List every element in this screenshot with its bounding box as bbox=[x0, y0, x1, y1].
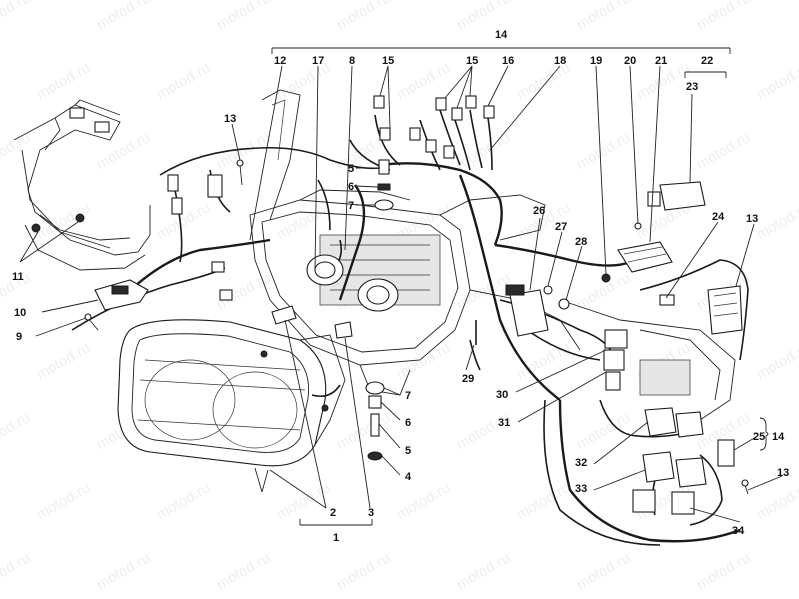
callout-13-lower: 13 bbox=[777, 467, 789, 479]
callout-7-lower: 7 bbox=[405, 390, 411, 402]
watermark-text: motod.ru bbox=[214, 0, 274, 33]
callout-6-upper: 6 bbox=[348, 181, 354, 193]
watermark-text: motod.ru bbox=[334, 0, 394, 33]
callout-14-side: 14 bbox=[772, 431, 785, 443]
watermark-text: motod.ru bbox=[154, 479, 214, 523]
callout-16: 16 bbox=[502, 55, 514, 67]
callout-5-upper: 5 bbox=[348, 163, 354, 175]
headlight-assembly-drawing bbox=[117, 319, 346, 467]
callout-28: 28 bbox=[575, 236, 587, 248]
watermark-text: motod.ru bbox=[694, 129, 754, 173]
watermark-text: motod.ru bbox=[754, 199, 799, 243]
callout-23: 23 bbox=[686, 81, 698, 93]
watermark-text: motod.ru bbox=[34, 59, 94, 103]
watermark-text: motod.ru bbox=[754, 339, 799, 383]
callout-3: 3 bbox=[368, 507, 374, 519]
callout-19: 19 bbox=[590, 55, 602, 67]
watermark-text: motod.ru bbox=[154, 59, 214, 103]
callout-1: 1 bbox=[333, 532, 339, 544]
callout-labels: 14 12 17 8 15 15 16 18 19 20 21 22 23 13… bbox=[12, 29, 789, 544]
headlight-bracket-drawing bbox=[13, 99, 151, 271]
callout-30: 30 bbox=[496, 389, 508, 401]
watermark-text: motod.ru bbox=[0, 409, 33, 453]
callout-31: 31 bbox=[498, 417, 510, 429]
watermark-text: motod.ru bbox=[694, 0, 754, 33]
watermark-text: motod.ru bbox=[514, 479, 574, 523]
callout-33: 33 bbox=[575, 483, 587, 495]
callout-11: 11 bbox=[12, 271, 24, 283]
watermark-text: motod.ru bbox=[454, 269, 514, 313]
callout-15-left: 15 bbox=[382, 55, 394, 67]
callout-6-lower: 6 bbox=[405, 417, 411, 429]
watermark-text: motod.ru bbox=[454, 409, 514, 453]
watermark-text: motod.ru bbox=[454, 129, 514, 173]
watermark-text: motod.ru bbox=[754, 479, 799, 523]
callout-25: 25 bbox=[753, 431, 765, 443]
watermark-text: motod.ru bbox=[34, 339, 94, 383]
callout-2: 2 bbox=[330, 507, 336, 519]
callout-15-right: 15 bbox=[466, 55, 478, 67]
watermark-text: motod.ru bbox=[754, 59, 799, 103]
watermark-text: motod.ru bbox=[694, 549, 754, 593]
electrical-components-drawing bbox=[84, 95, 749, 515]
watermark-text: motod.ru bbox=[154, 199, 214, 243]
watermark-text: motod.ru bbox=[94, 129, 154, 173]
callout-14-top: 14 bbox=[495, 29, 508, 41]
callout-9: 9 bbox=[16, 331, 22, 343]
callout-17: 17 bbox=[312, 55, 324, 67]
callout-32: 32 bbox=[575, 457, 587, 469]
callout-21: 21 bbox=[655, 55, 667, 67]
watermark-text: motod.ru bbox=[394, 59, 454, 103]
watermark-text: motod.ru bbox=[394, 479, 454, 523]
callout-24: 24 bbox=[712, 211, 725, 223]
callout-20: 20 bbox=[624, 55, 636, 67]
callout-7-upper: 7 bbox=[348, 200, 354, 212]
watermark-text: motod.ru bbox=[34, 479, 94, 523]
callout-4: 4 bbox=[405, 471, 412, 483]
watermark-text: motod.ru bbox=[34, 199, 94, 243]
watermark-text: motod.ru bbox=[454, 549, 514, 593]
callout-8: 8 bbox=[349, 55, 355, 67]
callout-22: 22 bbox=[701, 55, 713, 67]
watermark-text: motod.ru bbox=[334, 549, 394, 593]
callout-27: 27 bbox=[555, 221, 567, 233]
watermark-text: motod.ru bbox=[334, 409, 394, 453]
watermark-text: motod.ru bbox=[0, 129, 33, 173]
callout-10: 10 bbox=[14, 307, 26, 319]
watermark-text: motod.ru bbox=[0, 0, 33, 33]
watermark-text: motod.ru bbox=[94, 0, 154, 33]
callout-13-right: 13 bbox=[746, 213, 758, 225]
callout-34: 34 bbox=[732, 525, 745, 537]
watermark-text: motod.ru bbox=[574, 409, 634, 453]
watermark-text: motod.ru bbox=[574, 129, 634, 173]
callout-12: 12 bbox=[274, 55, 286, 67]
callout-26: 26 bbox=[533, 205, 545, 217]
watermark-text: motod.ru bbox=[574, 0, 634, 33]
watermark-text: motod.ru bbox=[0, 549, 33, 593]
watermark-text: motod.ru bbox=[94, 549, 154, 593]
callout-18: 18 bbox=[554, 55, 566, 67]
watermark-text: motod.ru bbox=[574, 549, 634, 593]
callout-5-lower: 5 bbox=[405, 445, 411, 457]
callout-29: 29 bbox=[462, 373, 474, 385]
watermark-text: motod.ru bbox=[214, 549, 274, 593]
leader-lines bbox=[19, 47, 783, 526]
callout-13-upper: 13 bbox=[224, 113, 236, 125]
